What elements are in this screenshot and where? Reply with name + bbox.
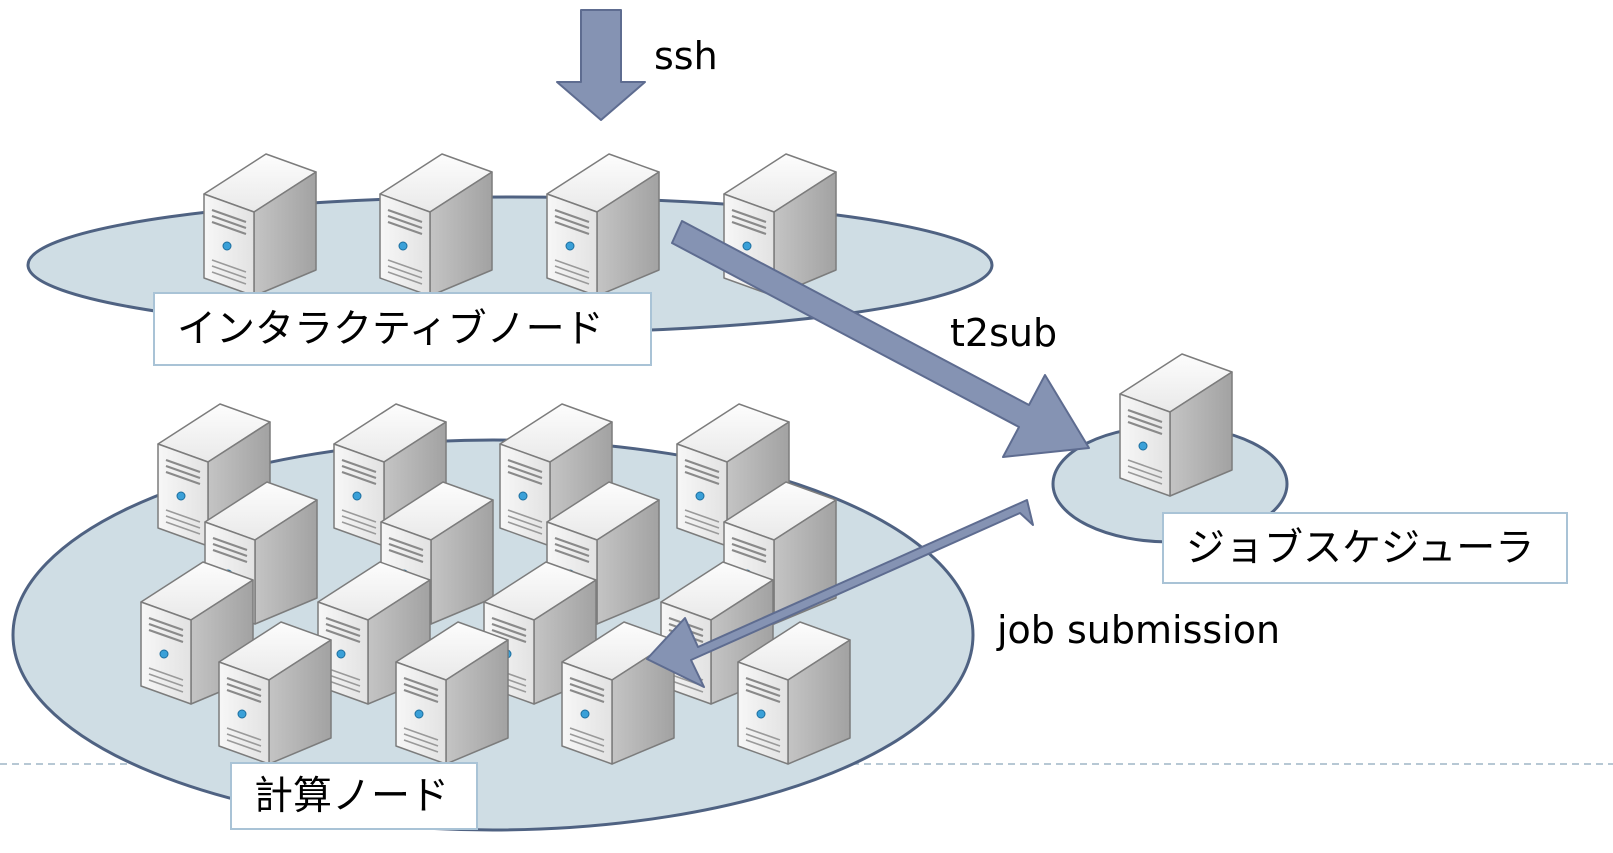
ssh-arrow	[556, 9, 646, 121]
compute-node-label: 計算ノード	[230, 762, 478, 830]
server-icon	[378, 152, 494, 298]
server-icon	[1118, 352, 1234, 498]
ssh-label: ssh	[654, 34, 718, 78]
job-scheduler-label: ジョブスケジューラ	[1162, 512, 1568, 584]
server-icon	[202, 152, 318, 298]
t2sub-label: t2sub	[950, 311, 1058, 355]
t2sub-arrow	[671, 220, 1090, 458]
job-submission-label: job submission	[997, 608, 1281, 652]
job-submission-arrow	[646, 499, 1034, 688]
server-icon	[545, 152, 661, 298]
interactive-node-label: インタラクティブノード	[153, 292, 652, 366]
